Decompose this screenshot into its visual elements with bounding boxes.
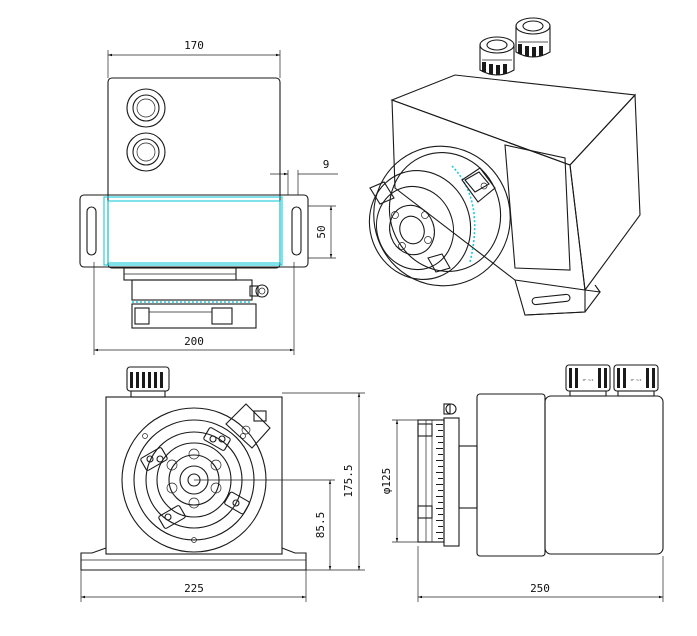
dim-flange-gap-label: 9 <box>323 158 330 171</box>
side-gland-right-label: PF 3/4 <box>631 378 642 382</box>
dim-center-height-label: 85.5 <box>314 512 327 539</box>
jaw-left <box>140 447 168 471</box>
iso-gland-right <box>515 17 551 58</box>
dim-side-length: 250 <box>417 546 664 602</box>
dim-top-width: 170 <box>107 39 281 78</box>
front-view <box>80 366 335 571</box>
graduated-scale <box>436 424 443 539</box>
dim-top-width-label: 170 <box>184 39 204 52</box>
dim-chuck-dia: φ125 <box>380 419 418 543</box>
isometric-view <box>368 17 641 316</box>
dim-center-height: 85.5 <box>314 480 332 570</box>
gland-circle-upper <box>126 88 166 128</box>
dim-base-width-top-label: 200 <box>184 335 204 348</box>
iso-gland-left <box>479 36 515 76</box>
side-gland-right: PF 3/4 <box>613 364 659 392</box>
dim-front-width-label: 225 <box>184 582 204 595</box>
dim-flange-height: 50 <box>308 205 336 259</box>
dim-side-length-label: 250 <box>530 582 550 595</box>
dim-overall-height-label: 175.5 <box>342 464 355 497</box>
top-view <box>79 77 309 329</box>
dim-base-width-top: 200 <box>93 262 295 355</box>
side-gland-left-label: PF 3/4 <box>583 378 594 382</box>
jaw-bottom <box>158 491 250 529</box>
dim-flange-height-label: 50 <box>315 225 328 238</box>
side-view: PF 3/4 PF 3/4 <box>417 364 664 557</box>
dim-flange-gap: 9 <box>270 158 338 195</box>
jaw-right <box>203 427 231 451</box>
dim-overall-height: 175.5 <box>282 392 365 571</box>
dim-chuck-dia-label: φ125 <box>380 468 393 495</box>
dim-front-width: 225 <box>80 570 307 602</box>
side-gland-left: PF 3/4 <box>565 364 611 392</box>
gland-circle-lower <box>126 132 166 172</box>
